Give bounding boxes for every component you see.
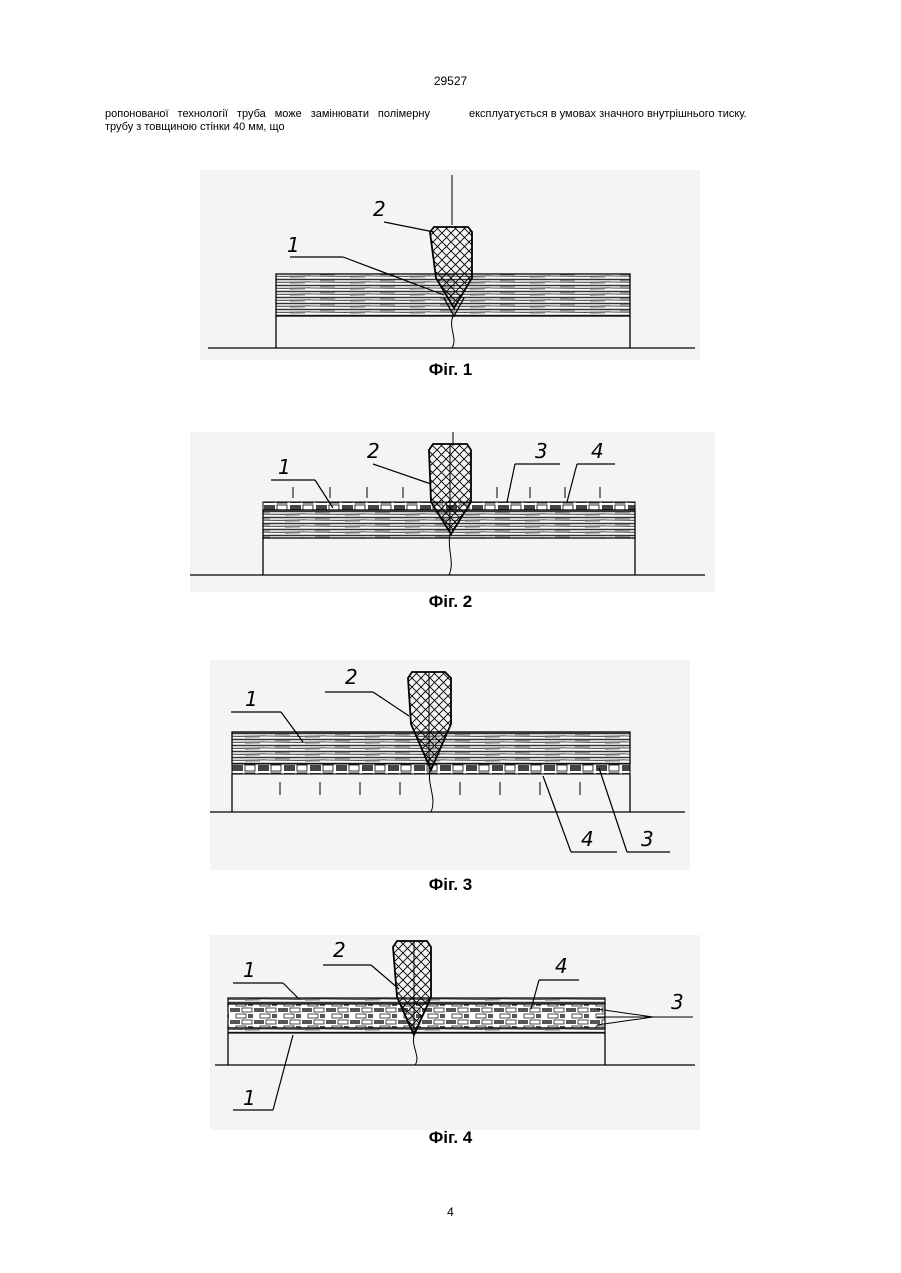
figure-2-caption: Фіг. 2 bbox=[0, 592, 901, 612]
patent-number: 29527 bbox=[0, 74, 901, 88]
body-text-left: ропонованої технології труба може заміню… bbox=[105, 108, 430, 134]
fig3-label-3: 3 bbox=[641, 827, 654, 851]
fig4-label-1-bottom: 1 bbox=[243, 1086, 256, 1110]
fig1-label-2: 2 bbox=[373, 197, 386, 221]
fig2-label-2: 2 bbox=[367, 439, 380, 463]
fig4-label-3: 3 bbox=[671, 990, 684, 1014]
page-number: 4 bbox=[0, 1205, 901, 1219]
fig1-label-1: 1 bbox=[287, 233, 300, 257]
fig4-label-4: 4 bbox=[555, 954, 568, 978]
figure-3-drawing: 2 1 4 3 bbox=[205, 660, 690, 870]
figure-1-caption: Фіг. 1 bbox=[0, 360, 901, 380]
figure-1-drawing: 2 1 bbox=[190, 170, 710, 360]
figure-4-caption: Фіг. 4 bbox=[0, 1128, 901, 1148]
fig2-label-1: 1 bbox=[278, 455, 291, 479]
fig2-label-4: 4 bbox=[591, 439, 604, 463]
figure-4-drawing: 2 1 4 3 1 bbox=[205, 935, 700, 1130]
fig2-label-3: 3 bbox=[535, 439, 548, 463]
fig4-label-2: 2 bbox=[333, 938, 346, 962]
fig4-label-1-top: 1 bbox=[243, 958, 256, 982]
figure-3-caption: Фіг. 3 bbox=[0, 875, 901, 895]
figure-2-drawing: 1 2 3 4 bbox=[185, 432, 715, 592]
fig3-label-4: 4 bbox=[581, 827, 594, 851]
fig3-label-2: 2 bbox=[345, 665, 358, 689]
fig3-label-1: 1 bbox=[245, 687, 258, 711]
body-text-right: експлуатується в умовах значного внутріш… bbox=[469, 108, 796, 121]
